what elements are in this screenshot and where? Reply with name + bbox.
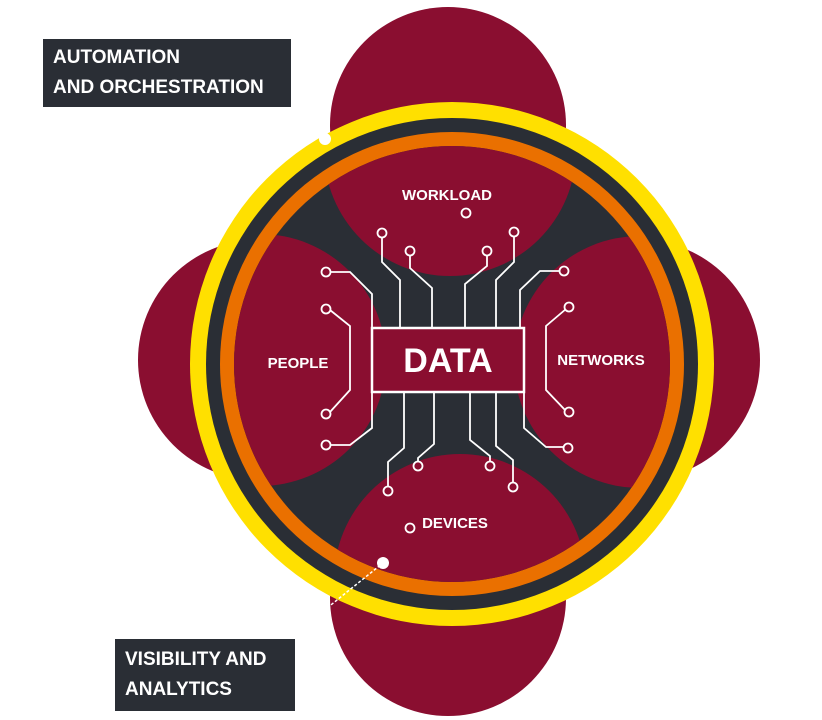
node [320, 303, 332, 315]
callout-line: ANALYTICS [125, 679, 232, 700]
callout-line: VISIBILITY AND [125, 649, 267, 670]
callout-visibility-analytics: VISIBILITY AND ANALYTICS [115, 639, 295, 711]
node [412, 460, 424, 472]
callout-line: AND ORCHESTRATION [53, 77, 264, 98]
outer-ring-marker [319, 133, 331, 145]
pillar-label-networks: NETWORKS [557, 352, 645, 369]
node [320, 439, 332, 451]
callout-automation-orchestration: AUTOMATION AND ORCHESTRATION [43, 39, 291, 107]
node [460, 207, 472, 219]
pillar-devices [334, 454, 586, 582]
node [563, 406, 575, 418]
node [508, 226, 520, 238]
pillars [234, 146, 670, 582]
node [563, 301, 575, 313]
pillar-label-people: PEOPLE [268, 355, 329, 372]
callout-line: AUTOMATION [53, 47, 181, 68]
node [481, 245, 493, 257]
data-box [370, 326, 526, 394]
node [507, 481, 519, 493]
data-label: DATA [403, 342, 492, 380]
pillar-label-devices: DEVICES [422, 515, 488, 532]
pillar-workload [324, 146, 576, 276]
node [320, 266, 332, 278]
node [382, 485, 394, 497]
node [484, 460, 496, 472]
circuit-nodes [320, 207, 575, 534]
node [320, 408, 332, 420]
node [404, 522, 416, 534]
inner-ring-marker [377, 557, 389, 569]
circuit-traces [329, 236, 567, 487]
node [558, 265, 570, 277]
node [376, 227, 388, 239]
pillar-networks [514, 236, 670, 488]
node [562, 442, 574, 454]
pillar-label-workload: WORKLOAD [402, 187, 492, 204]
node [404, 245, 416, 257]
pillar-people [234, 234, 386, 486]
leader-lines [290, 106, 384, 634]
